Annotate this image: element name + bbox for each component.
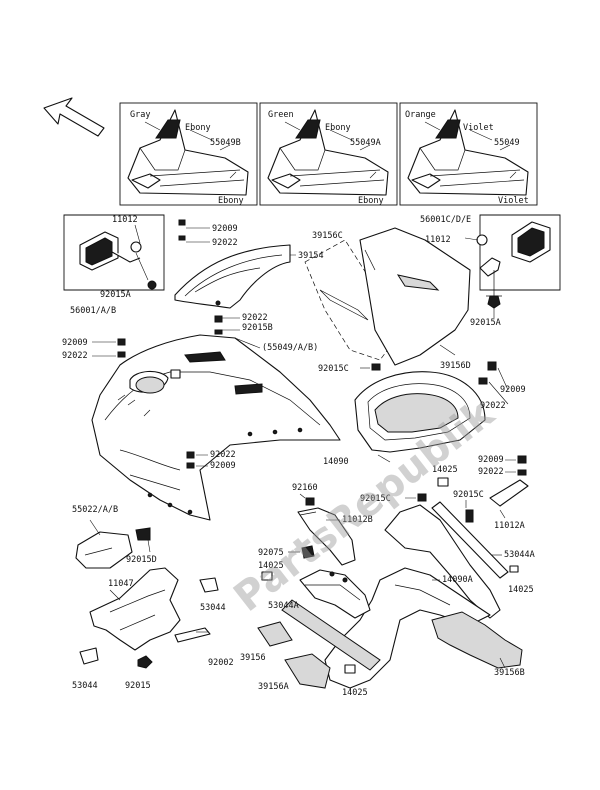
washer-label: 92022 xyxy=(62,351,88,361)
inset-color-c: Ebony xyxy=(358,196,384,206)
meter-panel-14090: 92015C 14090 92009 92022 xyxy=(318,361,526,467)
inset-color-c: Ebony xyxy=(218,196,244,206)
color-inset-gray: Gray Ebony 55049B Ebony xyxy=(119,102,258,206)
mirror-label: 11012 xyxy=(112,215,138,225)
part-label: 39154 xyxy=(298,251,324,261)
part-label: 39156 xyxy=(240,653,266,663)
part-label: 39156D xyxy=(440,361,471,371)
inset-part-number: 55049A xyxy=(350,138,381,148)
windshield-39154: 92009 92022 39154 92022 92015B xyxy=(174,219,324,335)
pad-39156B: 39156B xyxy=(431,611,525,678)
mirror-assy-label: 56001C/D/E xyxy=(420,215,471,225)
nut-label: 92015C xyxy=(318,364,349,374)
inset-color-a: Gray xyxy=(130,110,150,120)
inner-cowl-right: 92015C 92015C 53044A 14025 xyxy=(360,490,535,619)
part-label: 53044A xyxy=(268,601,299,611)
part-label: 55022/A/B xyxy=(72,505,118,515)
bracket-label: 11012A xyxy=(494,521,525,531)
inner-panel-39156D: 39156D xyxy=(359,227,471,371)
pad-label: 14025 xyxy=(258,561,284,571)
part-label: 11012B xyxy=(342,515,373,525)
upper-cowl: (55049/A/B) 92009 92022 92022 92009 xyxy=(62,334,341,521)
part-label: 14090A xyxy=(442,575,473,585)
mirror-label: 11012 xyxy=(425,235,451,245)
bolt-label: 92002 xyxy=(208,658,234,668)
mirror-assy-label: 56001/A/B xyxy=(70,306,116,316)
inset-color-b: Ebony xyxy=(185,123,211,133)
screw-label: 92009 xyxy=(500,385,526,395)
grommet-92075: 92075 xyxy=(258,545,315,559)
screw-label: 92009 xyxy=(212,224,238,234)
nut-label: 92015A xyxy=(100,290,131,300)
color-inset-green: Green Ebony 55049A Ebony xyxy=(259,102,398,206)
nut-label: 92015 xyxy=(125,681,151,691)
front-direction-arrow-icon xyxy=(43,97,105,137)
nut-label: 92015D xyxy=(126,555,157,565)
nut-label: 92015C xyxy=(453,490,484,500)
part-label: 11047 xyxy=(108,579,134,589)
inset-part-number: 55049 xyxy=(494,138,520,148)
screw-label: 92009 xyxy=(478,455,504,465)
duct-11012B: 92160 11012B xyxy=(292,483,373,566)
nut-label: 92015B xyxy=(242,323,273,333)
inset-color-b: Ebony xyxy=(325,123,351,133)
part-label: 14090 xyxy=(323,457,349,467)
pads-small: 39156 39156A 14025 14025 xyxy=(240,561,368,698)
grommet-label: 92075 xyxy=(258,548,284,558)
right-small-parts: 14025 92009 92022 11012A xyxy=(432,455,529,531)
part-label: 39156C xyxy=(312,231,343,241)
pad-label: 14025 xyxy=(342,688,368,698)
washer-label: 92022 xyxy=(478,467,504,477)
part-label: 39156B xyxy=(494,668,525,678)
inset-color-c: Violet xyxy=(498,196,529,206)
color-inset-orange: Orange Violet 55049 Violet xyxy=(399,102,538,206)
inset-color-a: Orange xyxy=(405,110,436,120)
lower-panel: 53044A xyxy=(268,569,381,671)
part-label: 53044A xyxy=(504,550,535,560)
part-label: 53044 xyxy=(200,603,226,613)
washer-label: 92022 xyxy=(480,401,506,411)
screw-label: 92009 xyxy=(210,461,236,471)
screw-label: 92009 xyxy=(62,338,88,348)
part-label: 53044 xyxy=(72,681,98,691)
inset-color-a: Green xyxy=(268,110,294,120)
washer-label: 92022 xyxy=(212,238,238,248)
inset-color-b: Violet xyxy=(463,123,494,133)
right-mirror-group: 56001C/D/E 11012 92015A xyxy=(420,214,561,328)
stay-11047: 11047 53044 53044 92002 92015 xyxy=(72,567,234,691)
cover-55022: 55022/A/B 92015D xyxy=(72,505,157,569)
left-mirror-group: 11012 92015A 56001/A/B xyxy=(63,214,165,316)
part-label: 39156A xyxy=(258,682,289,692)
washer-label: 92022 xyxy=(210,450,236,460)
part-ref-label: (55049/A/B) xyxy=(262,343,318,353)
nut-label: 92015C xyxy=(360,494,391,504)
pad-label: 14025 xyxy=(432,465,458,475)
nut-label: 92015A xyxy=(470,318,501,328)
inset-part-number: 55049B xyxy=(210,138,241,148)
pad-label: 14025 xyxy=(508,585,534,595)
clip-label: 92160 xyxy=(292,483,318,493)
washer-label: 92022 xyxy=(242,313,268,323)
